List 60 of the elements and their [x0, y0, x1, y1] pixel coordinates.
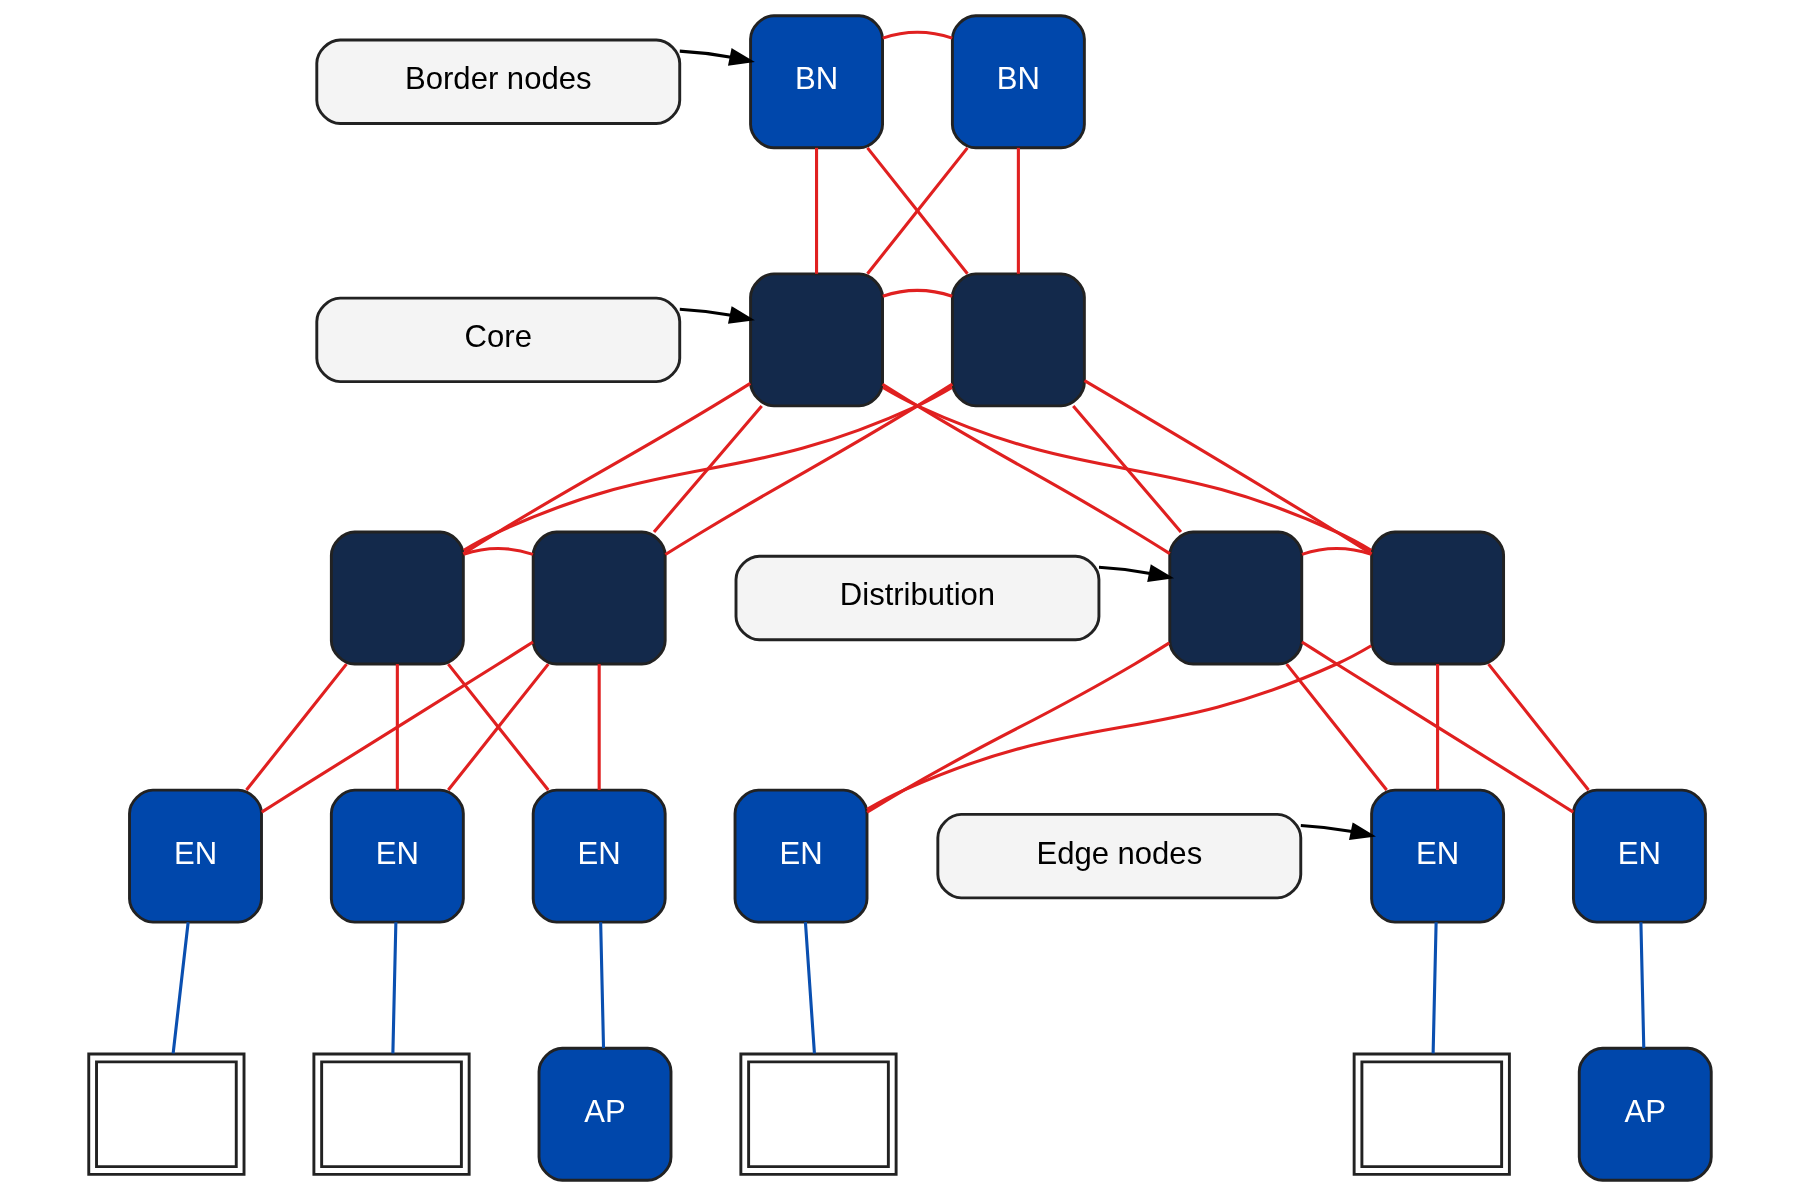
arrow: [1098, 564, 1175, 582]
connector: [599, 922, 606, 1049]
connector: [882, 386, 1372, 552]
connector: [803, 922, 816, 1054]
node-box: AP: [1577, 1046, 1713, 1182]
arrow: [679, 48, 755, 66]
connector: [664, 382, 954, 556]
connector: [597, 664, 601, 791]
connector: [1639, 922, 1646, 1049]
connector: [866, 146, 969, 275]
node-box: EN: [128, 788, 263, 924]
arrow: [679, 306, 755, 324]
connector: [260, 640, 534, 814]
node-box: Distribution: [734, 554, 1101, 642]
connector: [1436, 664, 1440, 791]
connector: [1285, 663, 1388, 791]
connector: [171, 922, 190, 1054]
connector: [1301, 546, 1372, 556]
connector: [1431, 922, 1438, 1054]
connector: [866, 641, 1171, 814]
node-box: BN: [950, 14, 1086, 150]
connector: [1072, 404, 1183, 533]
connector: [395, 664, 399, 791]
connector: [1016, 147, 1020, 274]
node-box: EN: [1370, 788, 1506, 924]
node-box: Border nodes: [315, 38, 682, 125]
node-box: [531, 530, 667, 666]
node-box: [329, 530, 465, 666]
connector: [815, 147, 819, 274]
connector: [462, 386, 953, 552]
node-box: EN: [329, 788, 465, 924]
connector: [1301, 640, 1575, 814]
node-box: Edge nodes: [936, 812, 1303, 900]
node-box: EN: [531, 788, 667, 924]
arrow: [1300, 822, 1376, 841]
connector: [462, 382, 752, 555]
node-box: [1370, 530, 1506, 666]
connector: [1083, 379, 1373, 556]
node-laptop: [1352, 1052, 1511, 1176]
node-laptop: [739, 1052, 898, 1176]
node-box: BN: [749, 14, 884, 150]
node-laptop: [87, 1052, 246, 1176]
connector: [1487, 663, 1590, 791]
node-box: [950, 272, 1086, 408]
connector: [652, 404, 763, 533]
node-box: Core: [315, 296, 682, 384]
node-laptop: [312, 1052, 471, 1176]
connector: [463, 546, 534, 556]
node-box: EN: [733, 788, 869, 924]
connector: [391, 922, 398, 1054]
node-box: AP: [537, 1046, 673, 1182]
node-box: [1168, 530, 1304, 666]
connector: [866, 644, 1372, 811]
connector: [882, 30, 953, 40]
connector: [882, 288, 953, 298]
connector: [447, 663, 550, 791]
node-box: [749, 272, 884, 408]
node-box: EN: [1572, 788, 1707, 924]
connector: [881, 382, 1171, 555]
connector: [245, 663, 348, 791]
